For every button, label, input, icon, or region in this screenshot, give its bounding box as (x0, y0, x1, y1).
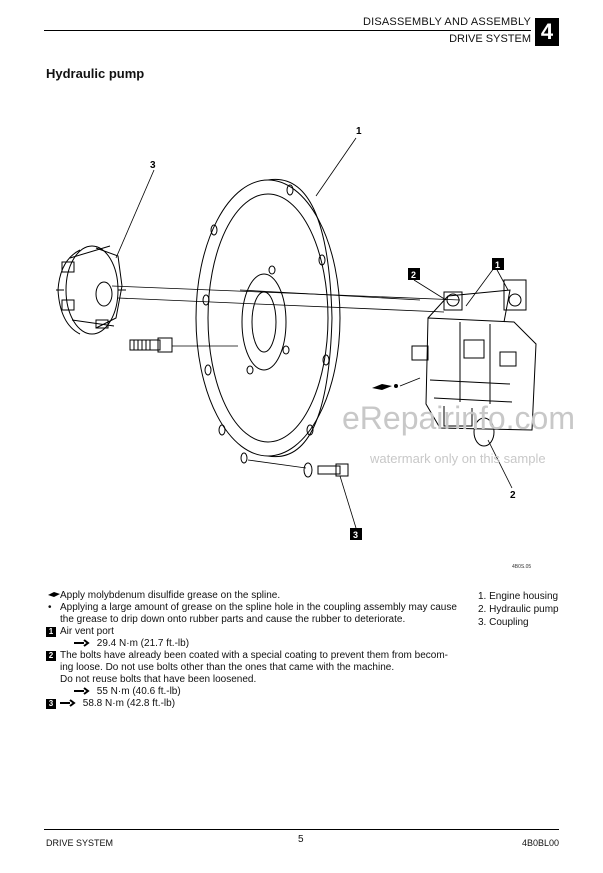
note-1-torque: 29.4 N·m (21.7 ft.-lb) (46, 638, 466, 650)
header-subsection: DRIVE SYSTEM (449, 33, 531, 45)
callout-3: 3 (150, 160, 156, 171)
boxed-label-1: 1 (492, 258, 504, 270)
header-section: DISASSEMBLY AND ASSEMBLY (362, 16, 531, 28)
footer-code: 4B0BL00 (521, 838, 559, 848)
note-2: 2 The bolts have already been coated wit… (46, 650, 466, 686)
note-1: 1 Air vent port (46, 626, 466, 638)
note-caution: • Applying a large amount of grease on t… (48, 602, 457, 625)
page-number: 5 (298, 834, 304, 845)
wrench-icon (60, 699, 76, 708)
footer-left: DRIVE SYSTEM (46, 838, 114, 848)
exploded-diagram: 1 3 2 2 1 3 (56, 126, 537, 540)
legend-item: 3. Coupling (478, 617, 529, 628)
callout-1: 1 (356, 126, 362, 137)
page-title: Hydraulic pump (46, 66, 145, 81)
boxed-label-2: 2 (408, 268, 420, 280)
note-3: 3 58.8 N·m (42.8 ft.-lb) (46, 698, 466, 710)
callout-2: 2 (510, 490, 516, 501)
boxed-label-3: 3 (350, 528, 362, 540)
chapter-number: 4 (535, 18, 559, 46)
coupling (56, 245, 126, 335)
notes: Apply molybdenum disulfide grease on the… (46, 590, 466, 710)
note-2-torque: 55 N·m (40.6 ft.-lb) (46, 686, 466, 698)
footer-rule (44, 829, 559, 830)
note-grease: Apply molybdenum disulfide grease on the… (46, 590, 466, 602)
watermark-main: eRepairinfo.com (342, 400, 575, 436)
figure-code: 4B0S.05 (512, 564, 532, 570)
svg-text:2: 2 (411, 270, 416, 280)
grease-icon (48, 592, 60, 597)
watermark-sub: watermark only on this sample (370, 451, 546, 466)
legend-item: 1. Engine housing (478, 591, 559, 602)
housing-bolt (303, 462, 349, 478)
wrench-icon (74, 639, 90, 648)
coupling-bolt (129, 337, 173, 353)
grease-icon (372, 384, 398, 390)
svg-text:3: 3 (353, 530, 358, 540)
hydraulic-pump (411, 279, 537, 447)
header-rule (44, 30, 531, 31)
wrench-icon (74, 687, 90, 696)
svg-text:1: 1 (495, 260, 500, 270)
parts-legend: 1. Engine housing 2. Hydraulic pump 3. C… (478, 590, 559, 629)
legend-item: 2. Hydraulic pump (478, 604, 559, 615)
